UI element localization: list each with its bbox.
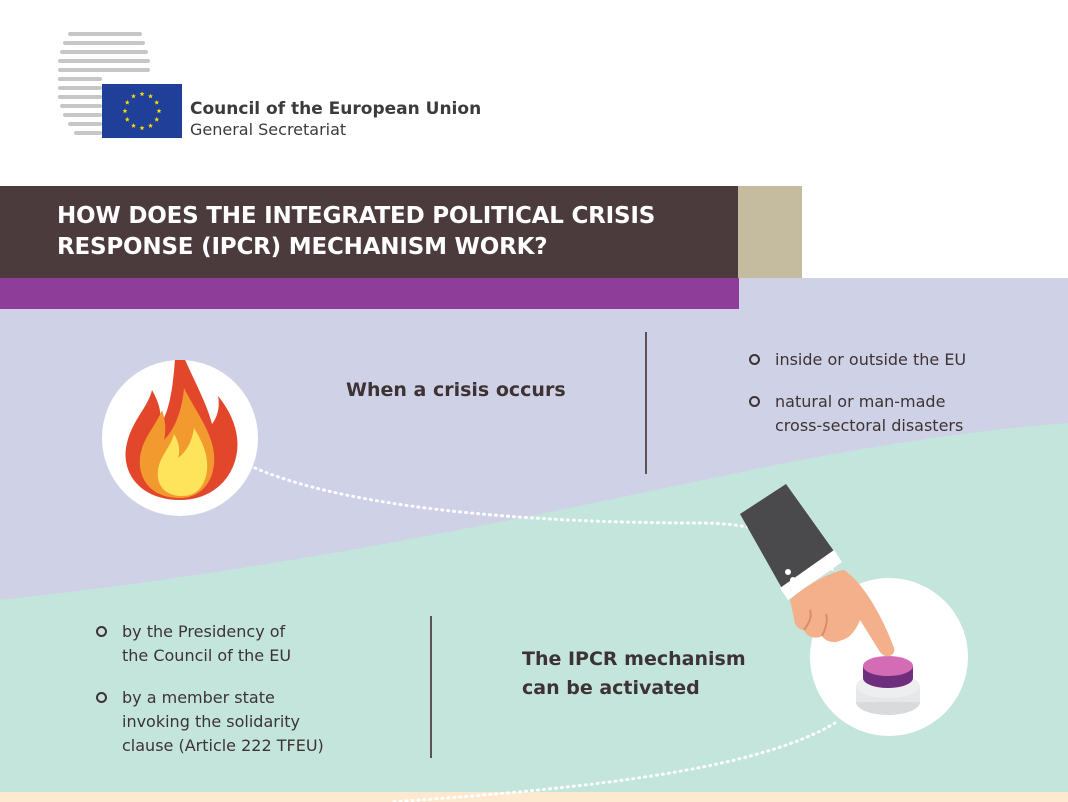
eu-star-icon [139, 125, 145, 131]
bullet-icon [96, 626, 107, 637]
bullet-icon [749, 354, 760, 365]
bullet-text: clause (Article 222 TFEU) [122, 736, 324, 755]
title-bar [0, 186, 738, 278]
title-accent-block [738, 186, 802, 278]
purple-accent-bar [0, 278, 739, 309]
eu-star-icon [124, 116, 130, 122]
eu-star-icon [154, 99, 160, 105]
bullet-text: invoking the solidarity [122, 712, 301, 731]
step2-heading-line1: The IPCR mechanism [522, 648, 746, 670]
eu-star-icon [156, 108, 162, 114]
eu-star-icon [148, 93, 153, 99]
eu-star-icon [122, 108, 128, 114]
eu-star-icon [154, 116, 160, 122]
page-title: HOW DOES THE INTEGRATED POLITICAL CRISIS… [57, 201, 737, 263]
page-title-line1: HOW DOES THE INTEGRATED POLITICAL CRISIS [57, 203, 656, 229]
eu-flag-icon [102, 84, 182, 138]
fire-icon [125, 338, 238, 500]
council-building-logo-icon [58, 32, 150, 135]
hand-pressing-button-icon [740, 484, 895, 657]
step2-bullet-list: by the Presidency of the Council of the … [96, 620, 406, 776]
fire-icon-circle [102, 338, 258, 516]
divider [645, 332, 647, 474]
list-item: natural or man-made cross-sectoral disas… [749, 390, 1049, 438]
bullet-text: by the Presidency of [122, 622, 286, 641]
push-button-icon [856, 656, 920, 715]
bullet-text: cross-sectoral disasters [775, 416, 964, 435]
list-item: by the Presidency of the Council of the … [96, 620, 406, 668]
divider [430, 616, 432, 758]
step2-heading-line2: can be activated [522, 677, 700, 699]
bullet-icon [749, 396, 760, 407]
step1-heading: When a crisis occurs [346, 379, 566, 401]
list-item: inside or outside the EU [749, 348, 1049, 372]
step2-heading: The IPCR mechanism can be activated [522, 645, 782, 703]
eu-star-icon [139, 91, 145, 97]
org-name: Council of the European Union [190, 99, 482, 119]
bullet-text: inside or outside the EU [775, 350, 967, 369]
bullet-text: natural or man-made [775, 392, 946, 411]
org-unit: General Secretariat [190, 120, 347, 139]
eu-star-icon [148, 123, 153, 128]
step1-bullet-list: inside or outside the EU natural or man-… [749, 348, 1049, 456]
eu-star-icon [124, 99, 130, 105]
bullet-text: by a member state [122, 688, 275, 707]
eu-star-icon [131, 93, 136, 99]
council-logo: Council of the European Union General Se… [58, 30, 481, 140]
bullet-text: the Council of the EU [122, 646, 292, 665]
bullet-icon [96, 692, 107, 703]
eu-star-icon [131, 123, 136, 128]
list-item: by a member state invoking the solidarit… [96, 686, 406, 758]
page-title-line2: RESPONSE (IPCR) MECHANISM WORK? [57, 234, 548, 260]
